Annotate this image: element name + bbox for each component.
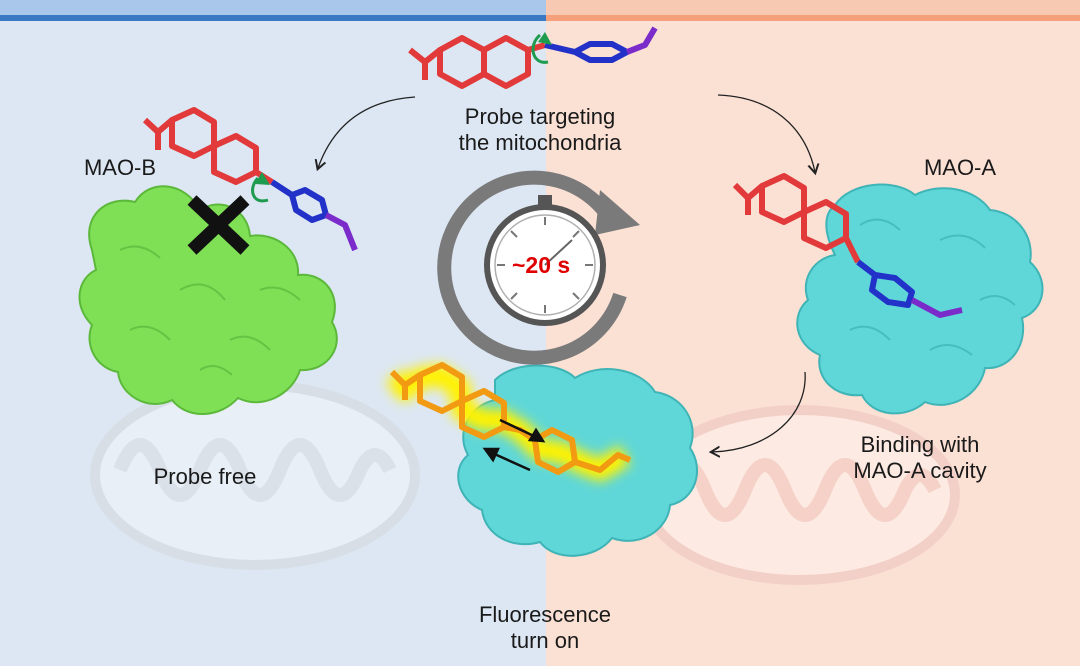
label-binding: Binding with MAO-A cavity	[853, 432, 987, 483]
probe-top	[408, 26, 658, 89]
right-top-bar	[546, 15, 1080, 21]
top-strip-left	[0, 0, 546, 15]
stopwatch-icon	[484, 195, 606, 326]
probe-left	[142, 107, 358, 252]
arrow-top-right	[717, 94, 815, 172]
label-fluorescence: Fluorescence turn on	[478, 602, 612, 653]
mitochondrion-right-icon	[640, 405, 960, 585]
mao-a-texture	[849, 218, 1016, 356]
interaction-arrows-icon	[482, 418, 546, 472]
rotation-arrow-left-icon	[251, 176, 269, 203]
rotation-arrow-top-icon	[531, 33, 549, 64]
probe-right	[732, 173, 963, 318]
top-strip-right	[546, 0, 1080, 15]
x-mark-icon	[187, 195, 250, 255]
arrow-top-left	[318, 96, 416, 168]
mao-b-texture	[119, 245, 301, 376]
mao-a-protein	[796, 183, 1044, 415]
timer-text: ~20 s	[512, 252, 571, 278]
label-probe-targeting: Probe targeting the mitochondria	[458, 104, 622, 155]
label-mao-b: MAO-B	[83, 155, 157, 180]
arrow-right-down	[712, 371, 806, 452]
label-probe-free: Probe free	[153, 464, 257, 489]
left-top-bar	[0, 15, 546, 21]
cycle-arrow-icon	[437, 170, 640, 365]
label-mao-a: MAO-A	[923, 155, 997, 180]
